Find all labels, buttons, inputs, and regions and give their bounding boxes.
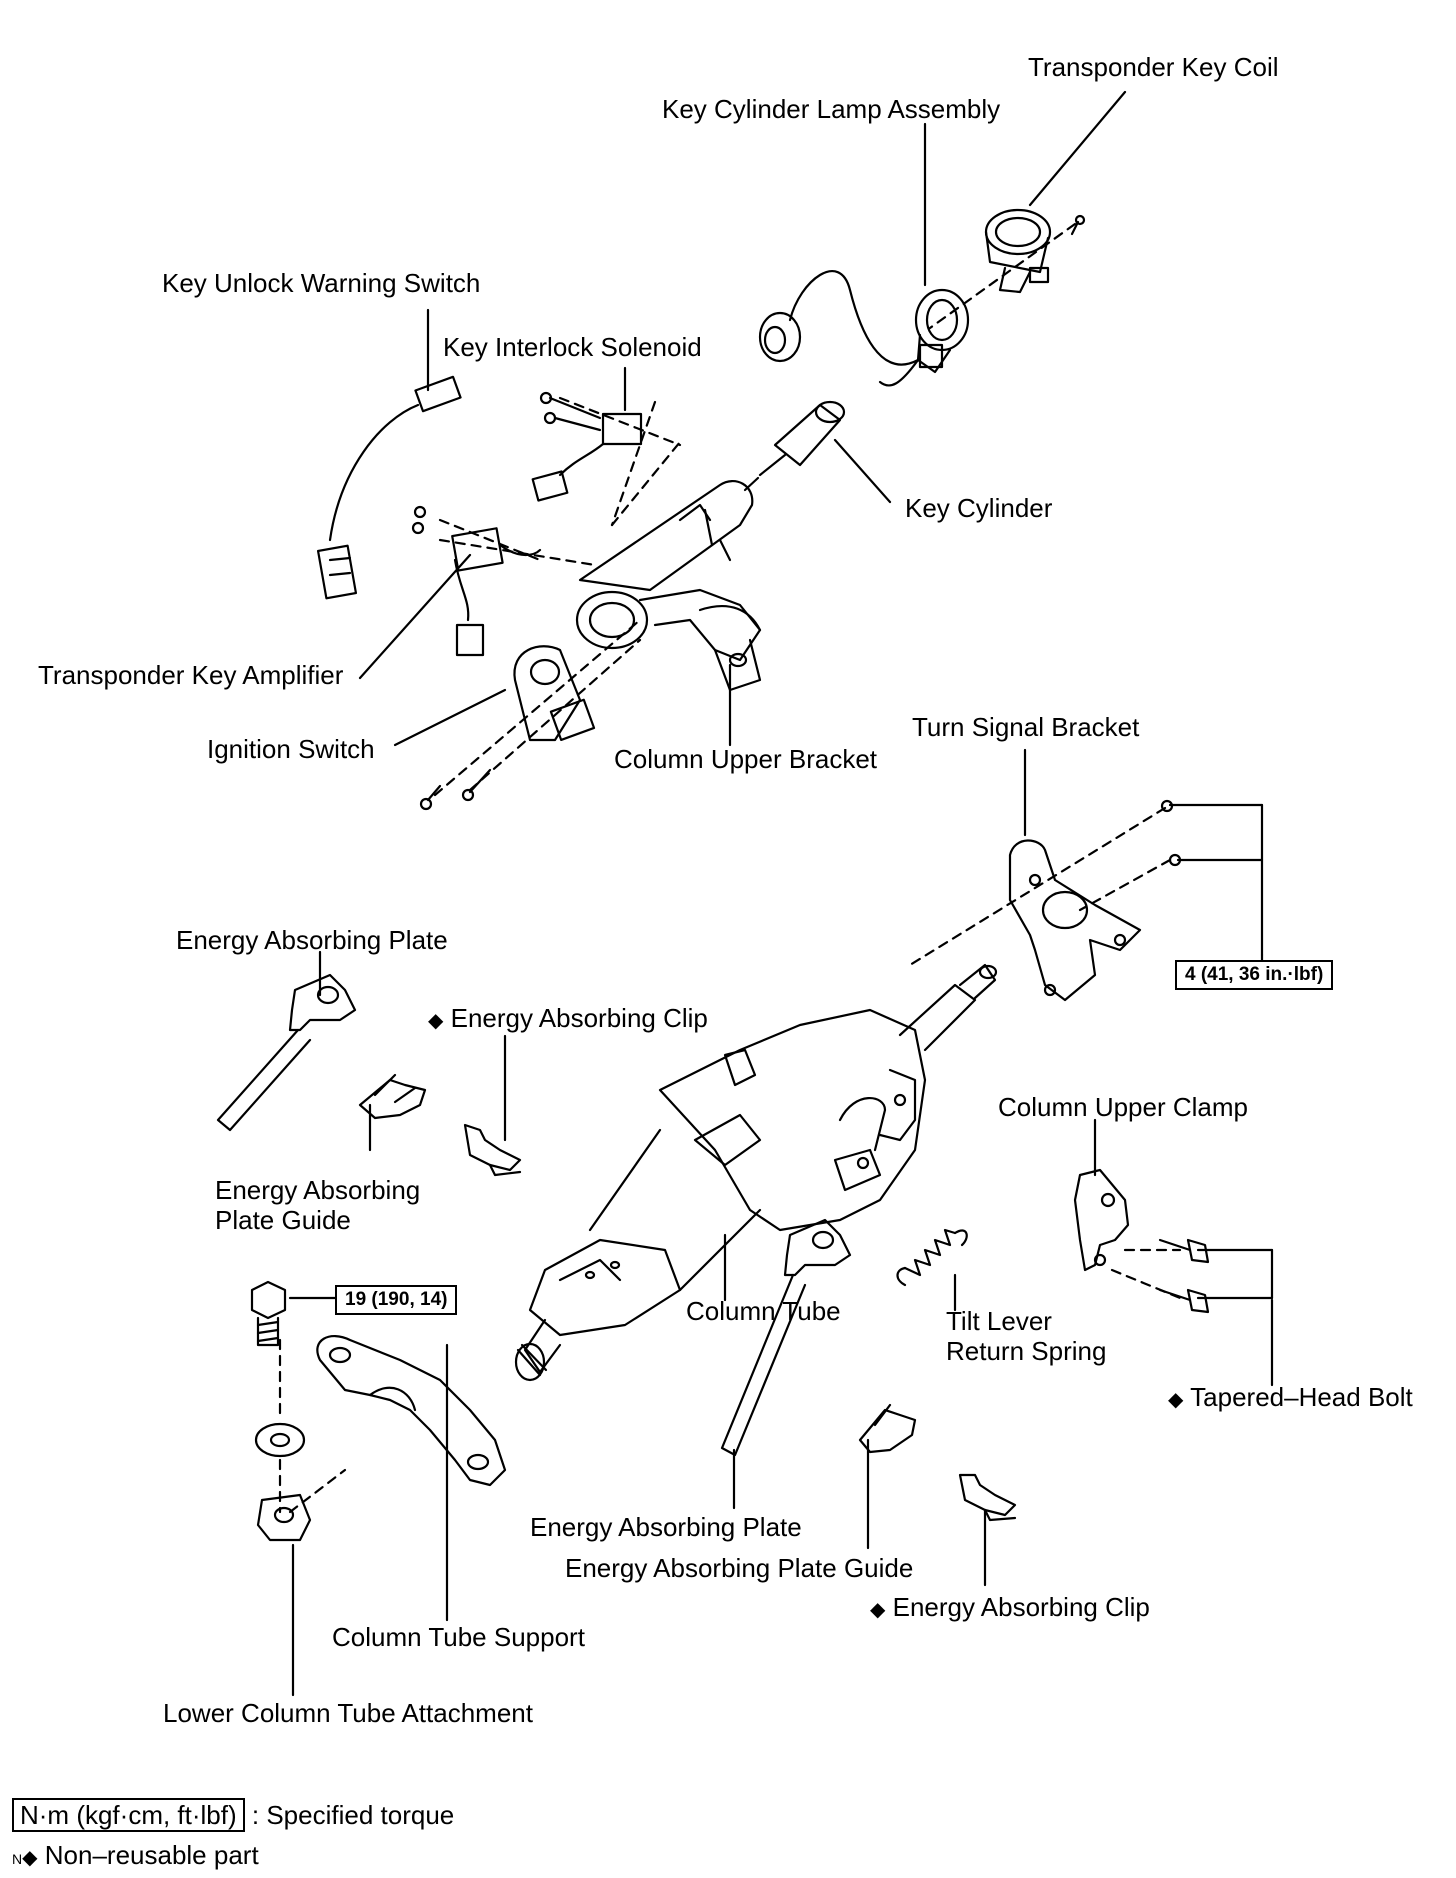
label-key-cylinder: Key Cylinder	[905, 493, 1053, 523]
column-tube-part	[514, 963, 998, 1382]
label-energy-absorbing-plate-guide-bottom: Energy Absorbing Plate Guide	[565, 1553, 914, 1583]
key-interlock-solenoid-part	[531, 391, 643, 502]
label-lower-column-tube-attachment: Lower Column Tube Attachment	[163, 1698, 533, 1728]
column-upper-clamp-part	[1073, 1168, 1210, 1314]
energy-absorbing-plate-top-part	[216, 973, 357, 1132]
key-cylinder-lamp-assembly-part	[758, 270, 970, 387]
ignition-switch-part	[419, 645, 596, 811]
label-ignition-switch: Ignition Switch	[207, 734, 375, 764]
label-transponder-key-amplifier: Transponder Key Amplifier	[38, 660, 344, 690]
leader-lines	[288, 90, 1274, 1697]
label-tilt-lever-line1: Tilt Lever	[946, 1306, 1052, 1336]
label-column-upper-bracket: Column Upper Bracket	[614, 744, 877, 774]
label-energy-absorbing-clip-top: ◆ Energy Absorbing Clip	[428, 1003, 708, 1033]
corner-mark: N	[12, 1851, 23, 1867]
label-energy-absorbing-plate-guide-top-line2: Plate Guide	[215, 1205, 351, 1235]
transponder-key-amplifier-part	[411, 505, 542, 657]
tilt-lever-return-spring-part	[896, 1228, 968, 1287]
label-column-tube-support: Column Tube Support	[332, 1622, 585, 1652]
key-unlock-warning-switch-part	[316, 375, 462, 600]
label-column-upper-clamp: Column Upper Clamp	[998, 1092, 1248, 1122]
non-reusable-diamond-icon: ◆	[1168, 1389, 1184, 1411]
key-cylinder-part	[743, 400, 846, 492]
label-energy-absorbing-clip-bottom: ◆ Energy Absorbing Clip	[870, 1592, 1150, 1622]
label-tilt-lever-line2: Return Spring	[946, 1336, 1107, 1366]
energy-absorbing-clip-bottom-part	[958, 1473, 1017, 1522]
label-energy-absorbing-plate-guide-top-line1: Energy Absorbing	[215, 1175, 421, 1205]
energy-absorbing-plate-guide-bottom-part	[858, 1403, 917, 1454]
label-key-cylinder-lamp-assembly: Key Cylinder Lamp Assembly	[662, 94, 1001, 124]
label-column-tube: Column Tube	[686, 1296, 841, 1326]
label-turn-signal-bracket: Turn Signal Bracket	[912, 712, 1140, 742]
legend-torque-unit-box: N·m (kgf·cm, ft·lbf)	[12, 1798, 245, 1832]
transponder-key-coil-part	[984, 208, 1086, 294]
torque-spec-turn-signal-bracket: 4 (41, 36 in.·lbf)	[1175, 960, 1334, 990]
turn-signal-bracket-part	[1008, 799, 1182, 1002]
label-energy-absorbing-plate-top: Energy Absorbing Plate	[176, 925, 448, 955]
label-key-unlock-warning-switch: Key Unlock Warning Switch	[162, 268, 481, 298]
label-key-interlock-solenoid: Key Interlock Solenoid	[443, 332, 702, 362]
non-reusable-diamond-icon: ◆	[870, 1599, 886, 1621]
non-reusable-diamond-icon: ◆	[22, 1847, 38, 1869]
torque-spec-column-tube-support: 19 (190, 14)	[335, 1285, 458, 1315]
lower-column-tube-attachment-part	[256, 1493, 312, 1542]
non-reusable-diamond-icon: ◆	[428, 1010, 444, 1032]
column-upper-bracket-part	[575, 479, 762, 692]
column-tube-support-bolt-part	[250, 1280, 306, 1458]
energy-absorbing-clip-top-part	[463, 1123, 522, 1177]
label-energy-absorbing-plate-bottom: Energy Absorbing Plate	[530, 1512, 802, 1542]
label-transponder-key-coil: Transponder Key Coil	[1028, 52, 1279, 82]
legend-specified-torque: N·m (kgf·cm, ft·lbf) : Specified torque	[12, 1798, 454, 1832]
energy-absorbing-plate-bottom-part	[720, 1218, 852, 1457]
label-tapered-head-bolt: ◆ Tapered–Head Bolt	[1168, 1382, 1413, 1412]
column-tube-support-part	[316, 1335, 507, 1487]
energy-absorbing-plate-guide-top-part	[358, 1073, 427, 1120]
legend-non-reusable: N◆ Non–reusable part	[12, 1840, 259, 1870]
